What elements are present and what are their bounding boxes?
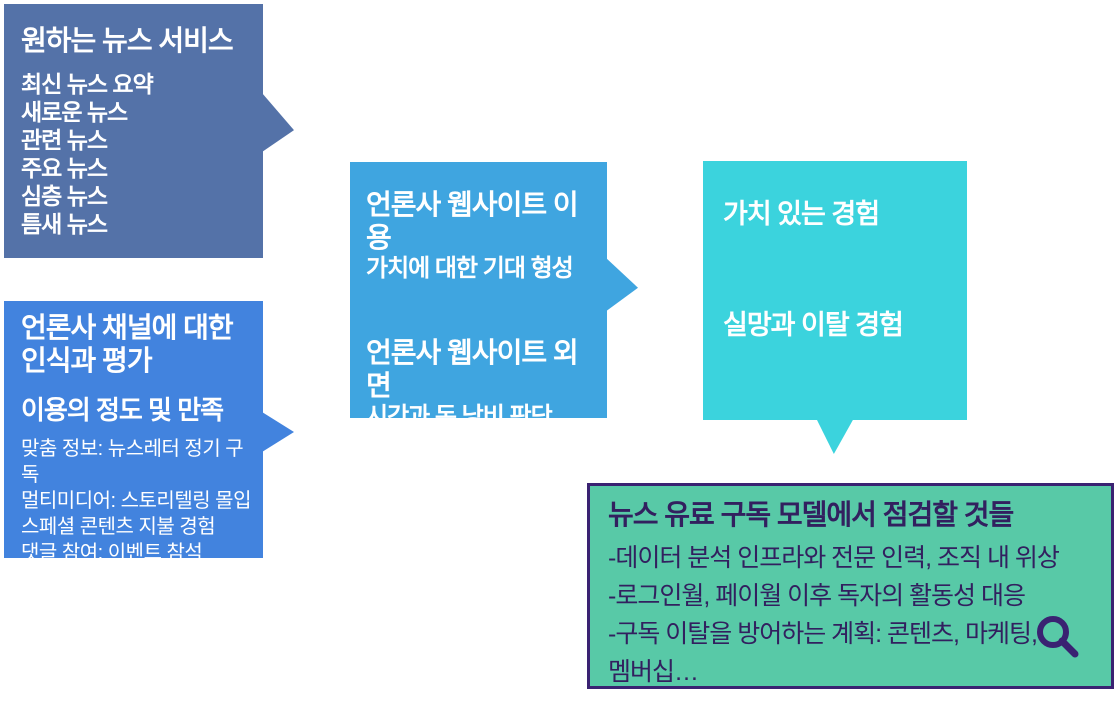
website-use-sub: 가치에 대한 기대 형성	[366, 255, 574, 282]
website-usage-box: 언론사 웹사이트 이용 가치에 대한 기대 형성 언론사 웹사이트 외면 시간과…	[350, 162, 607, 430]
website-usage-callout-tail	[605, 257, 638, 312]
desired-news-callout-tail	[262, 93, 294, 152]
title-line: 인식과 평가	[21, 345, 153, 376]
magnifier-icon	[1037, 616, 1079, 658]
website-avoid-sub: 시간과 돈 낭비 판단	[366, 403, 553, 430]
spacer	[366, 284, 599, 336]
list-item: 멀티미디어: 스토리텔링 몰입	[21, 490, 251, 512]
subscription-checklist-box: 뉴스 유료 구독 모델에서 점검할 것들 -데이터 분석 인프라와 전문 인력,…	[587, 483, 1114, 689]
channel-perception-callout-tail	[262, 412, 294, 452]
disappointment-churn-label: 실망과 이탈 경험	[723, 310, 904, 340]
channel-perception-list: 맞춤 정보: 뉴스레터 정기 구독 멀티미디어: 스토리텔링 몰입 스페셜 콘텐…	[21, 436, 253, 566]
checklist-line: -로그인월, 페이월 이후 독자의 활동성 대응	[608, 582, 1026, 610]
valuable-experience-label: 가치 있는 경험	[723, 199, 880, 229]
list-item: 맞춤 정보: 뉴스레터 정기 구독	[21, 438, 244, 486]
list-item: 새로운 뉴스	[21, 99, 128, 125]
experience-box: 가치 있는 경험 실망과 이탈 경험	[703, 161, 967, 420]
channel-perception-box: 언론사 채널에 대한 인식과 평가 이용의 정도 및 만족 맞춤 정보: 뉴스레…	[4, 301, 263, 564]
website-use-heading: 언론사 웹사이트 이용	[366, 189, 579, 253]
list-item: 심층 뉴스	[21, 183, 108, 209]
list-item: 스페셜 콘텐츠 지불 경험	[21, 516, 216, 538]
experience-callout-tail	[816, 418, 854, 454]
checklist-line: -구독 이탈을 방어하는 계획: 콘텐츠, 마케팅,	[608, 620, 1038, 648]
checklist-line: 멤버십…	[608, 658, 699, 686]
list-item: 주요 뉴스	[21, 155, 108, 181]
desired-news-box: 원하는 뉴스 서비스 최신 뉴스 요약 새로운 뉴스 관련 뉴스 주요 뉴스 심…	[4, 4, 263, 258]
checklist-line: -데이터 분석 인프라와 전문 인력, 조직 내 위상	[608, 544, 1060, 572]
spacer	[723, 231, 959, 303]
website-avoid-heading: 언론사 웹사이트 외면	[366, 337, 579, 401]
list-item: 틈새 뉴스	[21, 211, 108, 237]
channel-perception-title: 언론사 채널에 대한 인식과 평가	[21, 311, 253, 377]
desired-news-title: 원하는 뉴스 서비스	[21, 25, 234, 56]
title-line: 언론사 채널에 대한	[21, 312, 234, 343]
list-item: 관련 뉴스	[21, 127, 108, 153]
channel-perception-subtitle: 이용의 정도 및 만족	[21, 395, 224, 425]
desired-news-list: 최신 뉴스 요약 새로운 뉴스 관련 뉴스 주요 뉴스 심층 뉴스 틈새 뉴스	[21, 70, 251, 238]
list-item: 최신 뉴스 요약	[21, 71, 154, 97]
list-item: 댓글 참여: 이벤트 참석	[21, 542, 203, 564]
subscription-checklist-title: 뉴스 유료 구독 모델에서 점검할 것들	[608, 499, 1014, 530]
